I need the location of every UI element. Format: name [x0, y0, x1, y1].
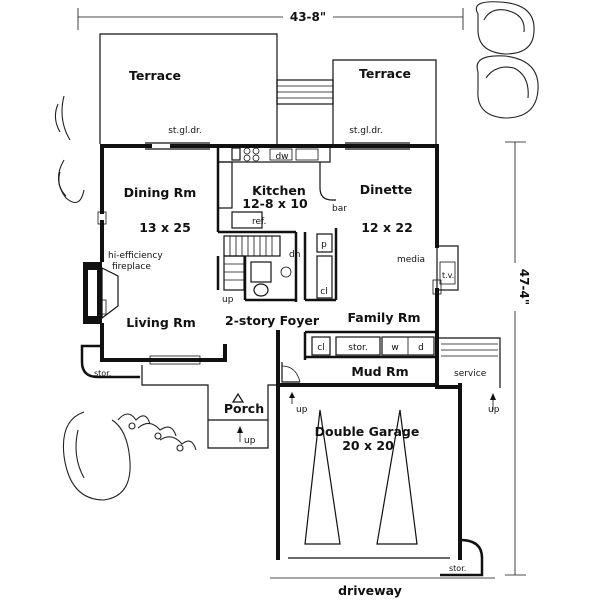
- powder-room: [250, 261, 292, 297]
- overall-width-label: 43-8": [290, 10, 326, 24]
- kitchen-sink: dw: [269, 148, 319, 162]
- living-storage-label: stor.: [94, 369, 111, 378]
- mud-storage-label: stor.: [348, 343, 367, 353]
- terrace-left-label: Terrace: [129, 68, 181, 83]
- refrigerator-label: ref.: [252, 217, 266, 227]
- overall-width-dimension: 43-8": [77, 8, 464, 30]
- kitchen-size: 12-8 x 10: [242, 196, 308, 211]
- garage-size: 20 x 20: [342, 438, 394, 453]
- bar-label: bar: [332, 204, 347, 214]
- fireplace-label-line1: hi-efficiency: [108, 251, 163, 261]
- porch-label: Porch: [224, 401, 264, 416]
- stairs: dn up: [222, 235, 300, 305]
- flower-bed: [117, 413, 197, 452]
- sliding-door-right: st.gl.dr.: [345, 126, 410, 150]
- sliding-door-right-label: st.gl.dr.: [349, 126, 383, 136]
- fireplace-label-line2: fireplace: [112, 262, 151, 272]
- living-storage: stor.: [80, 344, 140, 379]
- living-room-label: Living Rm: [126, 315, 196, 330]
- foyer-label: 2-story Foyer: [225, 313, 320, 328]
- garage-storage-label: stor.: [449, 564, 466, 573]
- refrigerator: ref.: [231, 211, 266, 229]
- service-entry: service up: [437, 337, 501, 415]
- pantry: p: [316, 233, 333, 253]
- dishwasher-label: dw: [275, 152, 288, 162]
- exterior-walls: [100, 144, 439, 389]
- garage-label: Double Garage: [315, 424, 420, 439]
- mud-room-label: Mud Rm: [351, 364, 408, 379]
- service-up-label: up: [488, 405, 500, 415]
- family-room-label: Family Rm: [348, 310, 421, 325]
- service-label: service: [454, 369, 487, 379]
- front-door: up: [281, 362, 308, 415]
- driveway-label: driveway: [338, 583, 402, 598]
- closet-label: cl: [320, 287, 327, 297]
- dryer-label: d: [418, 343, 424, 353]
- washer-dryer: w d: [381, 336, 435, 356]
- sliding-door-left-label: st.gl.dr.: [168, 126, 202, 136]
- kitchen-bar: bar: [319, 162, 347, 214]
- closet: cl: [316, 255, 333, 299]
- stairs-down-label: dn: [289, 250, 300, 260]
- tv-label: t.v.: [442, 271, 454, 280]
- dining-room-label: Dining Rm: [124, 185, 197, 200]
- mud-closet: cl: [311, 336, 331, 356]
- media-niche: t.v. media: [397, 245, 459, 291]
- porch-up-label: up: [244, 436, 256, 446]
- media-label: media: [397, 255, 425, 265]
- kitchen-counter: [217, 145, 331, 209]
- stairs-up-label: up: [222, 295, 234, 305]
- washer-label: w: [391, 343, 398, 353]
- mud-closet-label: cl: [317, 343, 324, 353]
- sliding-door-left: st.gl.dr.: [145, 126, 210, 150]
- dining-room-size: 13 x 25: [139, 220, 191, 235]
- mud-up-label: up: [296, 405, 308, 415]
- terrace-right-label: Terrace: [359, 66, 411, 81]
- dinette-size: 12 x 22: [361, 220, 413, 235]
- kitchen-label: Kitchen: [252, 183, 306, 198]
- landscape-trees: [54, 1, 539, 501]
- cooktop: [243, 147, 260, 162]
- garage: stor. Double Garage 20 x 20: [276, 383, 484, 577]
- mud-storage: stor.: [335, 336, 381, 356]
- driveway: driveway: [270, 577, 495, 598]
- fireplace: hi-efficiency fireplace: [83, 251, 163, 324]
- overall-depth-label: 47-4": [517, 269, 531, 305]
- overall-depth-dimension: 47-4": [505, 141, 531, 576]
- terrace-steps: [276, 79, 334, 105]
- pantry-label: p: [321, 240, 327, 250]
- dinette-label: Dinette: [360, 182, 412, 197]
- porch: Porch up: [141, 365, 278, 449]
